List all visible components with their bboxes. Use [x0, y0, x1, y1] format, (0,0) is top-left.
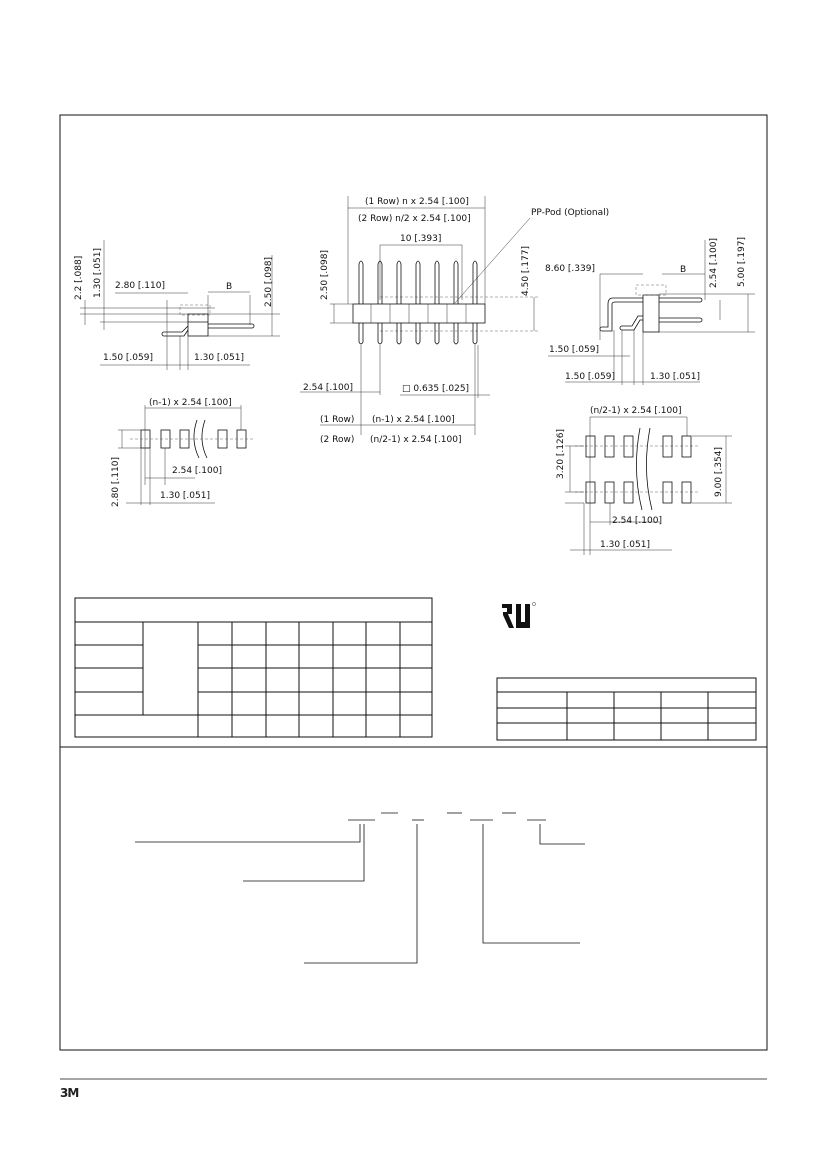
header-pin [377, 260, 383, 345]
dim-offset: 1.30 [.051] [160, 491, 210, 501]
dim-2-50-front: 2.50 [.098] [320, 250, 330, 300]
header-pin [472, 260, 478, 345]
footprint-pad [623, 481, 634, 504]
dim-2-54-vertical: 2.54 [.100] [709, 238, 719, 288]
footprint-pad [604, 435, 615, 458]
dimension-table [74, 597, 433, 738]
footprint-pad [662, 481, 673, 504]
dim-2-80-footprint: 2.80 [.110] [111, 457, 121, 507]
dim-row2-length: (2 Row) n/2 x 2.54 [.100] [358, 214, 471, 224]
header-pin [453, 260, 459, 345]
dim-9-00: 9.00 [.354] [714, 447, 724, 497]
pp-pod-label: PP-Pod (Optional) [531, 208, 609, 218]
dim-pin-size: □ 0.635 [.025] [402, 384, 469, 394]
dim-row2-span: (n/2-1) x 2.54 [.100] [370, 435, 461, 445]
dim-10: 10 [.393] [400, 234, 441, 244]
header-pin [415, 260, 421, 345]
dim-1-30-vertical: 1.30 [.051] [93, 248, 103, 298]
single-row-footprint [118, 405, 255, 505]
dim-b: B [226, 282, 232, 292]
ordering-code-diagram [135, 812, 585, 964]
row1-label: (1 Row) [320, 415, 354, 425]
header-pin [434, 260, 440, 345]
footprint-pad [585, 481, 596, 504]
dim-pitch: 2.54 [.100] [172, 466, 222, 476]
footprint-pad [604, 481, 615, 504]
dim-pitch-front: 2.54 [.100] [303, 383, 353, 393]
footprint-pad [662, 435, 673, 458]
dim-1-30-right: 1.30 [.051] [650, 372, 700, 382]
dim-1-50-upper: 1.50 [.059] [549, 345, 599, 355]
dim-4-50: 4.50 [.177] [521, 246, 531, 296]
dim-row1-length: (1 Row) n x 2.54 [.100] [365, 197, 469, 207]
dim-8-60: 8.60 [.339] [545, 264, 595, 274]
dim-2-80: 2.80 [.110] [115, 281, 165, 291]
row2-label: (2 Row) [320, 435, 354, 445]
dim-2-50: 2.50 [.098] [264, 257, 274, 307]
dim-5-00: 5.00 [.197] [737, 237, 747, 287]
drawing-frame [59, 114, 768, 1051]
front-view-drawing [300, 196, 540, 435]
dim-pitch-double: 2.54 [.100] [612, 516, 662, 526]
dim-1-50: 1.50 [.059] [103, 353, 153, 363]
dim-1-30: 1.30 [.051] [194, 353, 244, 363]
dim-row1-span: (n-1) x 2.54 [.100] [372, 415, 455, 425]
dim-b-right: B [680, 265, 686, 275]
dim-3-20: 3.20 [.126] [556, 429, 566, 479]
footprint-pad [681, 435, 692, 458]
header-pin [396, 260, 402, 345]
rating-table [496, 677, 757, 741]
dim-n-1-span: (n-1) x 2.54 [.100] [149, 398, 232, 408]
footprint-pad [623, 435, 634, 458]
ul-logo [502, 602, 536, 628]
side-view-drawing [80, 240, 280, 370]
dim-n2-1-span: (n/2-1) x 2.54 [.100] [590, 406, 681, 416]
footprint-pad [585, 435, 596, 458]
dim-1-50-lower: 1.50 [.059] [565, 372, 615, 382]
brand-logo: 3M [60, 1086, 78, 1100]
dim-offset-double: 1.30 [.051] [600, 540, 650, 550]
dim-2-2: 2.2 [.088] [74, 256, 84, 300]
right-angle-view-drawing [548, 240, 755, 385]
header-pin [358, 260, 364, 345]
double-row-footprint [565, 416, 732, 555]
footprint-pad [681, 481, 692, 504]
